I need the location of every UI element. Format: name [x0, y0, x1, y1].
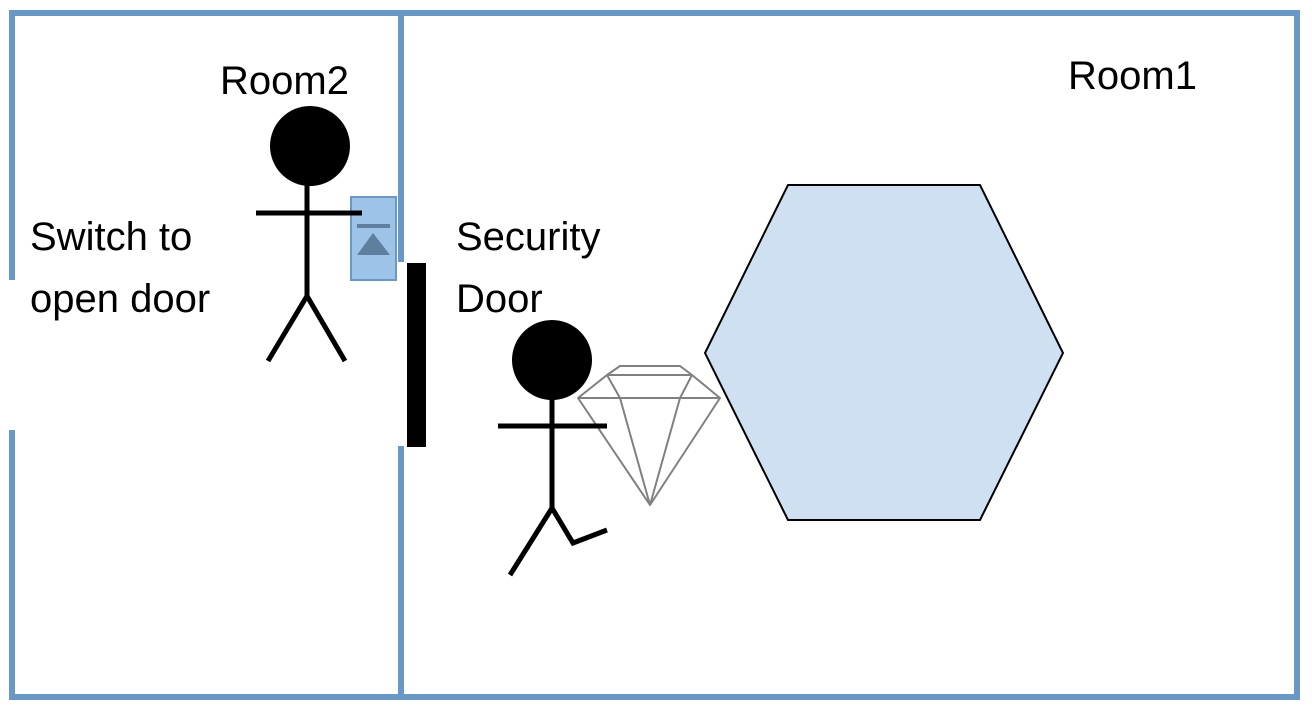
hexagon-vault [703, 184, 1065, 521]
room1-label: Room1 [1068, 54, 1197, 98]
door-label-line2: Door [456, 277, 543, 321]
room2-label: Room2 [220, 59, 349, 103]
door-label-line1: Security [456, 215, 601, 259]
switch-label-line2: open door [30, 277, 210, 321]
outer-wall [9, 10, 1300, 700]
diamond-icon [577, 365, 721, 506]
switch-label-line1: Switch to [30, 215, 192, 259]
stick-figure-icon [498, 320, 608, 577]
stick-figure-icon [256, 106, 362, 363]
switch-icon [350, 196, 397, 281]
security-door [407, 263, 426, 447]
walls [9, 10, 1300, 700]
